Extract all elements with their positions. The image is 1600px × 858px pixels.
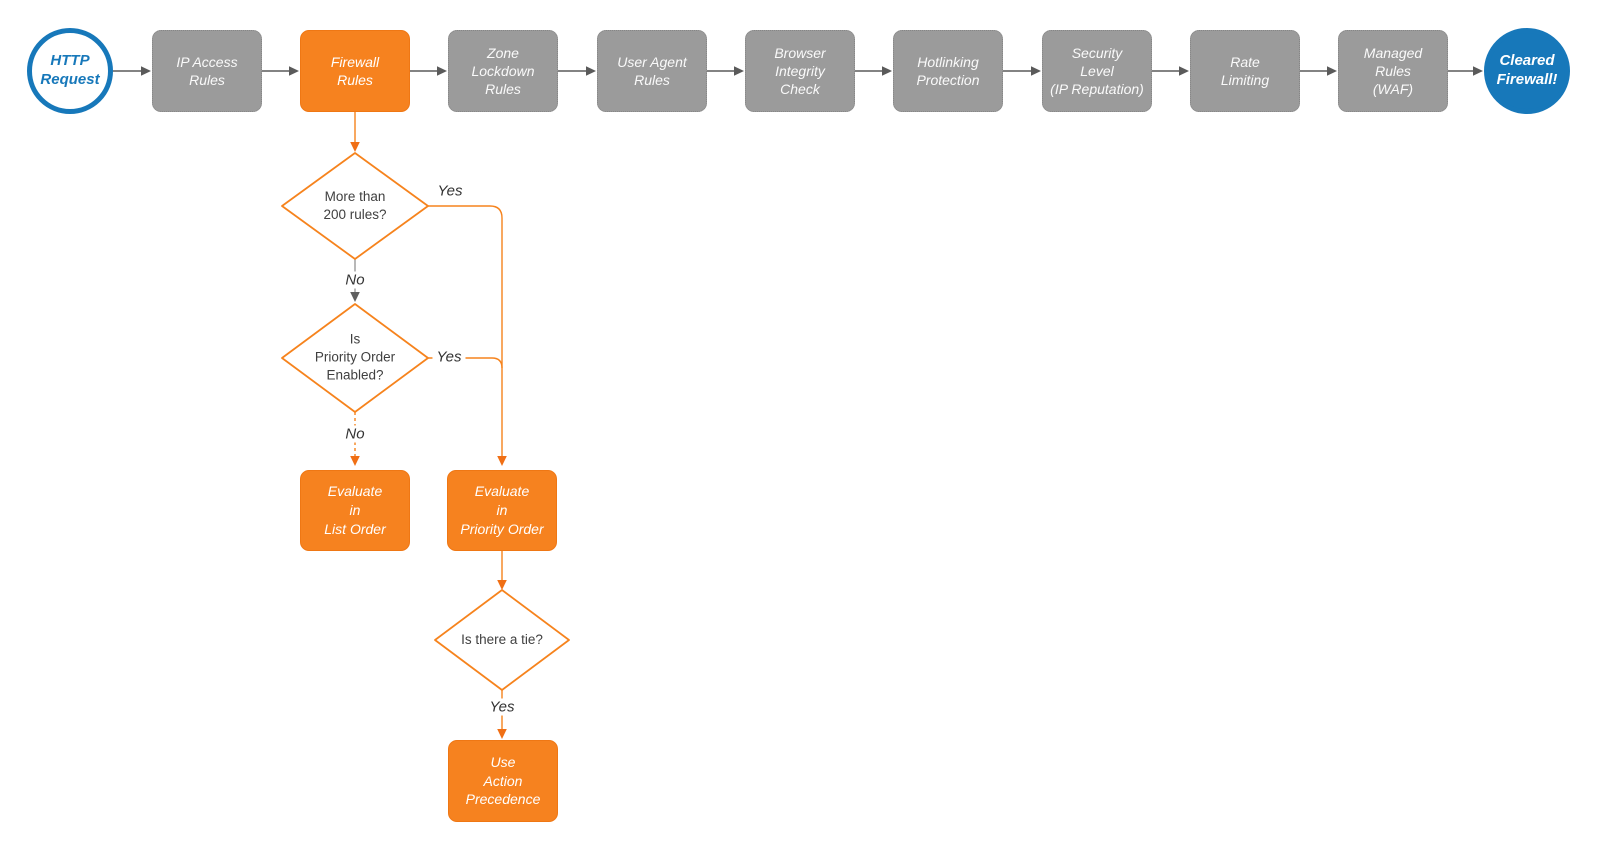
action-evaluate-in-list-order: Evaluate in List Order <box>300 470 410 551</box>
step-zone-lockdown-rules: Zone Lockdown Rules <box>448 30 558 112</box>
start-node-http-request: HTTP Request <box>27 28 113 114</box>
step-label: Rate Limiting <box>1220 53 1270 88</box>
step-label: Managed Rules (WAF) <box>1363 44 1423 98</box>
action-evaluate-in-priority-order: Evaluate in Priority Order <box>447 470 557 551</box>
decision-is-there-a-tie: Is there a tie? <box>461 631 543 647</box>
action-label: Evaluate in Priority Order <box>460 483 544 537</box>
decision-more-than-200-rules: More than 200 rules? <box>323 188 387 222</box>
edge-label-d2-yes: Yes <box>432 348 466 366</box>
end-node-cleared-firewall: Cleared Firewall! <box>1484 28 1570 114</box>
step-managed-rules-waf: Managed Rules (WAF) <box>1338 30 1448 112</box>
step-security-level-ip-reputation: Security Level (IP Reputation) <box>1042 30 1152 112</box>
step-label: Browser Integrity Check <box>774 44 826 98</box>
step-label: Firewall Rules <box>330 53 380 88</box>
action-label: Evaluate in List Order <box>324 483 386 537</box>
step-label: User Agent Rules <box>617 53 687 88</box>
step-label: IP Access Rules <box>176 53 238 88</box>
end-node-label: Cleared Firewall! <box>1496 52 1558 88</box>
start-node-label: HTTP Request <box>40 52 100 88</box>
edge-label-d2-no: No <box>341 425 369 443</box>
step-label: Zone Lockdown Rules <box>471 44 535 98</box>
decision-priority-order-enabled: Is Priority Order Enabled? <box>314 331 396 384</box>
step-browser-integrity-check: Browser Integrity Check <box>745 30 855 112</box>
step-hotlinking-protection: Hotlinking Protection <box>893 30 1003 112</box>
step-label: Security Level (IP Reputation) <box>1050 44 1144 98</box>
step-firewall-rules: Firewall Rules <box>300 30 410 112</box>
step-label: Hotlinking Protection <box>916 53 980 88</box>
step-user-agent-rules: User Agent Rules <box>597 30 707 112</box>
edge-label-d3-yes: Yes <box>485 698 519 716</box>
edge-label-d1-no: No <box>341 271 369 289</box>
step-rate-limiting: Rate Limiting <box>1190 30 1300 112</box>
action-use-action-precedence: Use Action Precedence <box>448 740 558 822</box>
edge-label-d1-yes: Yes <box>433 182 467 200</box>
step-ip-access-rules: IP Access Rules <box>152 30 262 112</box>
action-label: Use Action Precedence <box>465 753 541 808</box>
